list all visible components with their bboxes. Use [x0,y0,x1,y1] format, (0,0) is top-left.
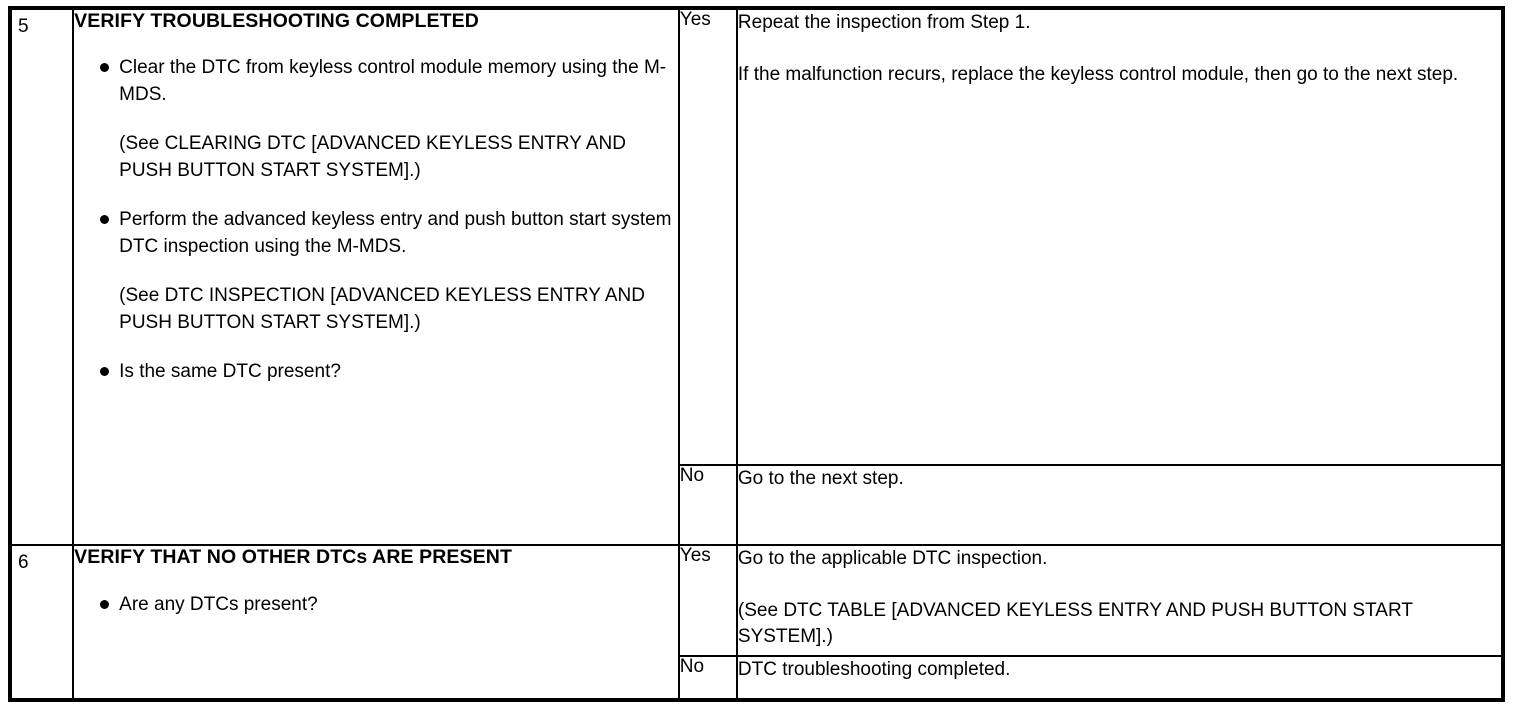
step-action-cell-6: VERIFY THAT NO OTHER DTCs ARE PRESENT Ar… [72,544,680,701]
step-action-cell-5: VERIFY TROUBLESHOOTING COMPLETED Clear t… [72,6,680,547]
result-action-cell-5-no: Go to the next step. [735,464,1505,547]
list-item-text: Perform the advanced keyless entry and p… [119,209,672,258]
list-item: Perform the advanced keyless entry and p… [74,206,678,260]
step-number: 5 [18,16,29,37]
step-title: VERIFY TROUBLESHOOTING COMPLETED [74,10,479,32]
list-item: Is the same DTC present? [74,358,678,385]
list-item-text: Is the same DTC present? [119,361,341,383]
result-paragraph: Repeat the inspection from Step 1. [737,12,1031,33]
list-item: Are any DTCs present? [74,591,678,618]
result-label-cell-5-yes: Yes [677,6,738,467]
action-item-list: Clear the DTC from keyless control modul… [74,54,678,385]
list-item-text: Are any DTCs present? [119,593,318,615]
step-number-cell-6: 6 [8,544,75,701]
step-title: VERIFY THAT NO OTHER DTCs ARE PRESENT [74,546,512,569]
result-action-cell-5-yes: Repeat the inspection from Step 1. If th… [735,6,1505,467]
result-label: No [679,465,705,487]
table-row: 5 VERIFY TROUBLESHOOTING COMPLETED Clear… [8,6,1505,547]
bullet-dot-icon [100,367,110,377]
list-item-note: (See CLEARING DTC [ADVANCED KEYLESS ENTR… [119,133,626,182]
bullet-dot-icon [100,215,110,225]
result-action-cell-6-no: DTC troubleshooting completed. [735,654,1505,702]
step-number-cell-5: 5 [8,6,75,547]
list-item-text: Clear the DTC from keyless control modul… [119,57,667,106]
result-label-cell-5-no: No [677,464,738,547]
result-label-cell-6-yes: Yes [677,544,738,657]
result-action-cell-6-yes: Go to the applicable DTC inspection. (Se… [735,544,1505,657]
list-item-note: (See DTC INSPECTION [ADVANCED KEYLESS EN… [119,285,645,334]
troubleshooting-table: 5 VERIFY TROUBLESHOOTING COMPLETED Clear… [8,6,1505,702]
step-number: 6 [18,552,29,574]
result-paragraph: If the malfunction recurs, replace the k… [737,64,1459,85]
bullet-dot-icon [100,599,110,609]
result-label: Yes [679,9,711,30]
result-paragraph: Go to the applicable DTC inspection. [737,548,1048,570]
table-row: 6 VERIFY THAT NO OTHER DTCs ARE PRESENT … [8,544,1505,701]
result-label: Yes [679,545,711,567]
result-label: No [679,655,705,677]
list-item: Clear the DTC from keyless control modul… [74,54,678,108]
result-paragraph: Go to the next step. [737,468,904,490]
action-item-list: Are any DTCs present? [74,591,678,618]
result-paragraph: DTC troubleshooting completed. [737,658,1011,680]
bullet-dot-icon [100,63,110,73]
result-label-cell-6-no: No [677,654,738,702]
result-paragraph: (See DTC TABLE [ADVANCED KEYLESS ENTRY A… [737,600,1413,648]
table-row: No Go to the next step. [10,464,1505,547]
table-row: No DTC troubleshooting completed. [10,654,1505,702]
